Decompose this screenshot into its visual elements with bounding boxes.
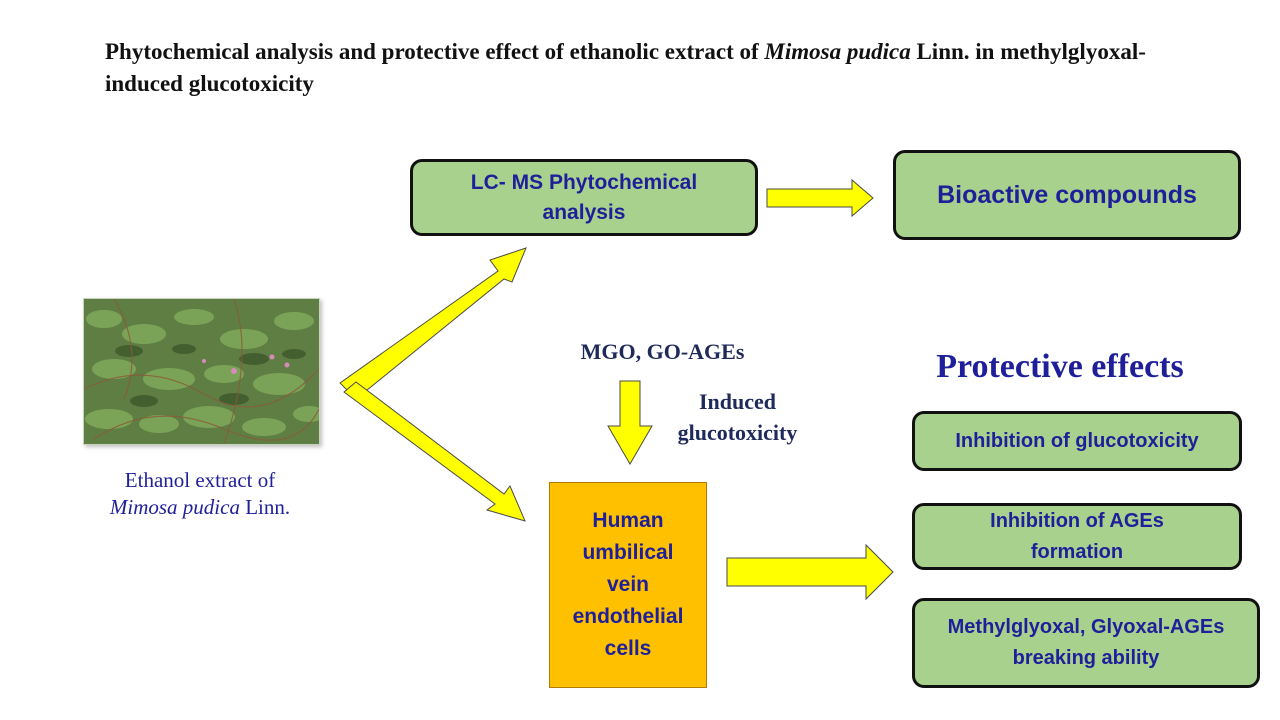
bioactive-compounds-box: Bioactive compounds <box>893 150 1241 240</box>
protective-effects-heading: Protective effects <box>936 348 1184 385</box>
effect-breaking-ability: Methylglyoxal, Glyoxal-AGEs breaking abi… <box>912 598 1260 688</box>
mgo-go-ages-label: MGO, GO-AGEs <box>580 339 745 364</box>
huvec-cells-box: Human umbilical vein endothelial cells <box>549 482 707 688</box>
arrow-to-cells <box>343 381 526 522</box>
diagram-title: Phytochemical analysis and protective ef… <box>105 39 1146 96</box>
arrow-down-induced <box>607 380 653 465</box>
lcms-analysis-box: LC- MS Phytochemical analysis <box>410 159 758 236</box>
mimosa-plant-photo <box>83 298 320 445</box>
arrow-to-lcms <box>339 247 527 400</box>
arrow-to-protective <box>726 543 894 601</box>
effect-inhibition-ages: Inhibition of AGEs formation <box>912 503 1242 570</box>
arrow-to-bioactive <box>766 178 874 218</box>
induced-glucotoxicity-label: Induced glucotoxicity <box>677 389 798 445</box>
effect-inhibition-glucotoxicity: Inhibition of glucotoxicity <box>912 411 1242 471</box>
extract-caption: Ethanol extract of Mimosa pudica Linn. <box>109 468 291 519</box>
